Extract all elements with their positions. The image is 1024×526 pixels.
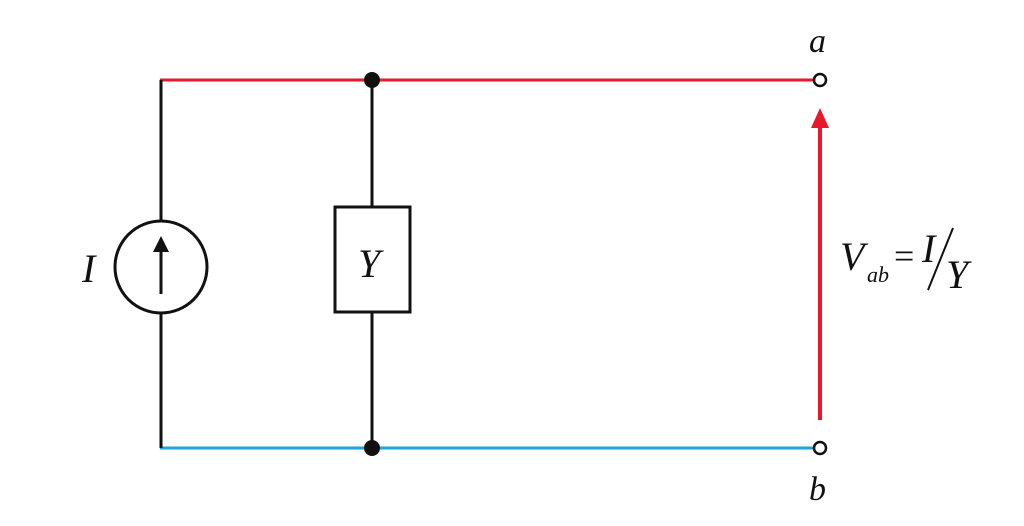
admittance-box bbox=[333, 205, 412, 314]
voltage-arrowhead-icon bbox=[811, 108, 829, 128]
terminal-b-label: b bbox=[809, 471, 826, 508]
admittance-label: Y bbox=[358, 241, 384, 286]
fraction-numerator: I bbox=[921, 226, 937, 271]
terminal-a bbox=[812, 72, 828, 88]
fraction-slash bbox=[927, 227, 954, 291]
terminal-b bbox=[812, 440, 828, 456]
equals-sign: = bbox=[894, 236, 914, 276]
voltage-subscript: ab bbox=[867, 262, 889, 287]
voltage-symbol: V bbox=[840, 234, 869, 279]
source-label: I bbox=[81, 246, 97, 291]
junction-top bbox=[364, 72, 380, 88]
fraction-denominator: Y bbox=[946, 252, 972, 297]
junction-bottom bbox=[364, 440, 380, 456]
terminal-a-label: a bbox=[809, 23, 826, 60]
current-source-arrowhead-icon bbox=[153, 236, 169, 252]
